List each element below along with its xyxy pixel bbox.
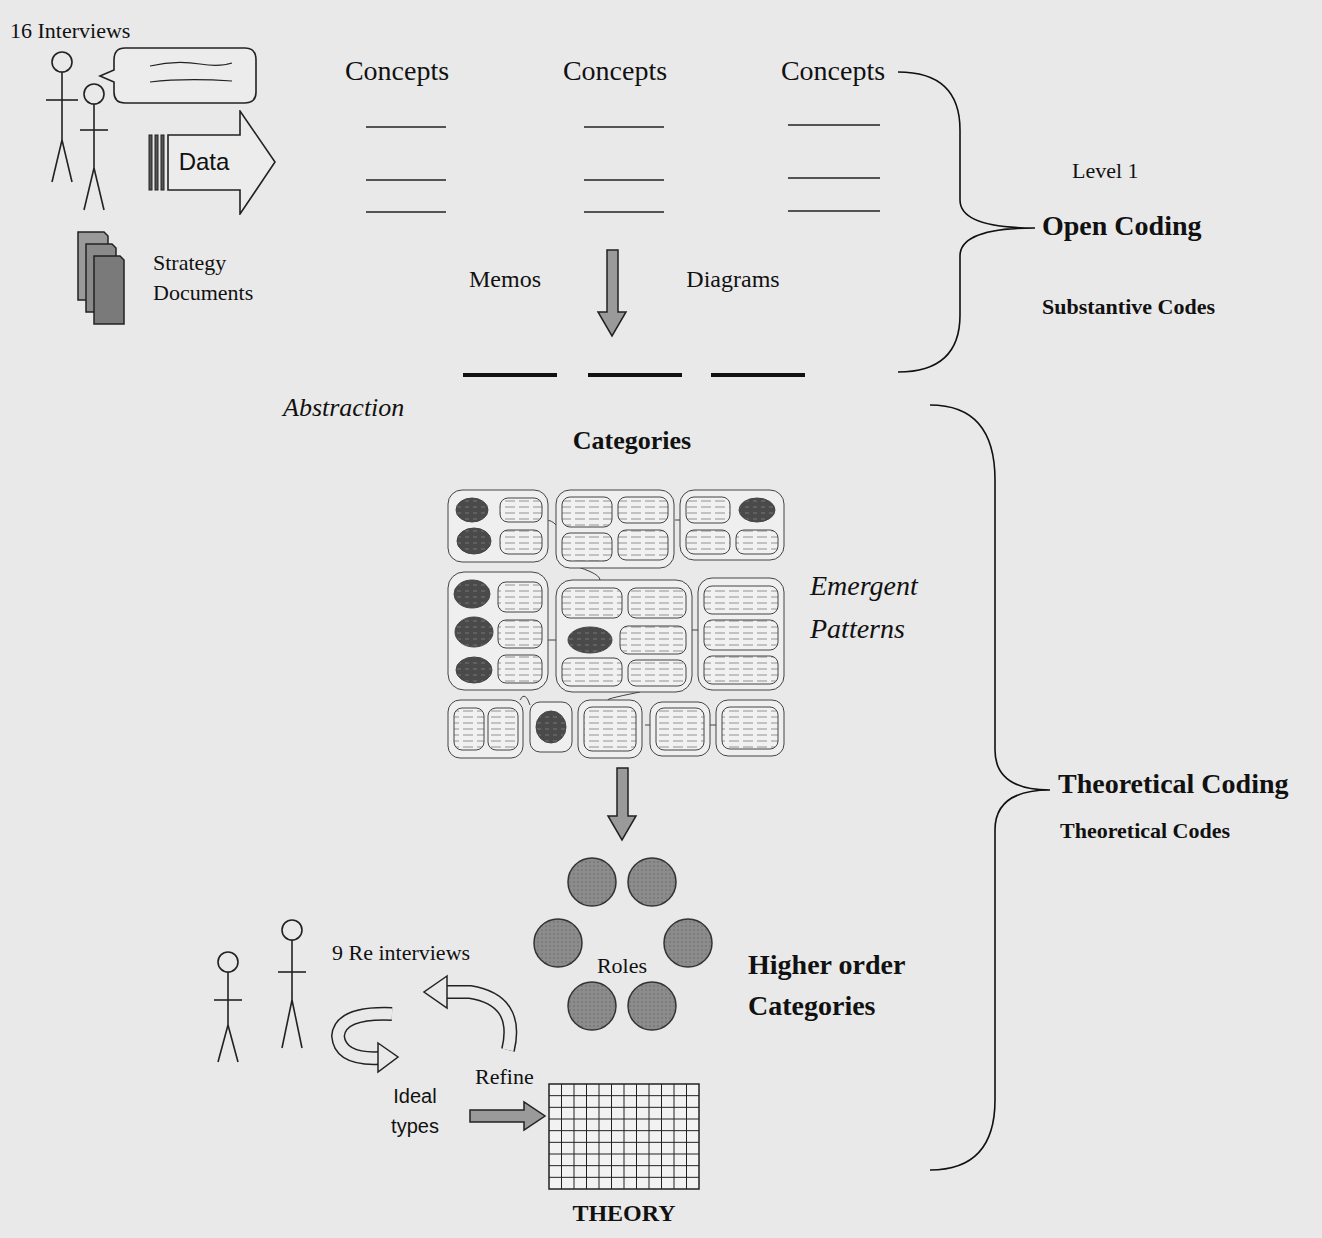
concept-lines <box>366 125 880 212</box>
label-text: Theoretical Codes <box>1060 818 1230 843</box>
curly-bracket <box>898 72 1050 1170</box>
label-text: Theoretical Coding <box>1058 768 1288 800</box>
label-text: Abstraction <box>283 393 404 423</box>
label-text: Categories <box>573 426 691 456</box>
label-text: Roles <box>597 953 647 978</box>
category-clusters <box>448 490 784 758</box>
label-text: Strategy Documents <box>153 248 283 307</box>
person-figure <box>214 920 306 1062</box>
label-text: Concepts <box>563 55 667 87</box>
documents-icon <box>78 232 124 324</box>
label-text: Level 1 <box>1072 158 1139 183</box>
label-text: 16 Interviews <box>10 18 130 43</box>
data-arrow: Data <box>148 110 276 215</box>
role-circles <box>534 858 712 1030</box>
label-text: Diagrams <box>686 266 779 294</box>
label-text: Substantive Codes <box>1042 294 1215 319</box>
label-text: Concepts <box>345 55 449 87</box>
down-arrow <box>608 768 636 840</box>
down-arrow <box>598 250 626 336</box>
label-text: Memos <box>469 266 541 294</box>
node-text: Data <box>179 148 230 176</box>
theory-grid: THEORY <box>548 1083 700 1238</box>
node-text: THEORY <box>572 1200 675 1228</box>
label-text: Open Coding <box>1042 210 1202 242</box>
label-text: Concepts <box>781 55 885 87</box>
label-text: Higher order Categories <box>748 945 938 1026</box>
label-text: 9 Re interviews <box>332 940 470 965</box>
label-text: Emergent Patterns <box>810 564 960 651</box>
label-text: Refine <box>475 1064 534 1089</box>
refine-arrow <box>470 1102 545 1130</box>
cycle-arrow <box>338 976 510 1072</box>
category-lines <box>463 373 805 377</box>
label-text: Ideal types <box>380 1081 450 1141</box>
speech-bubble <box>100 48 256 103</box>
